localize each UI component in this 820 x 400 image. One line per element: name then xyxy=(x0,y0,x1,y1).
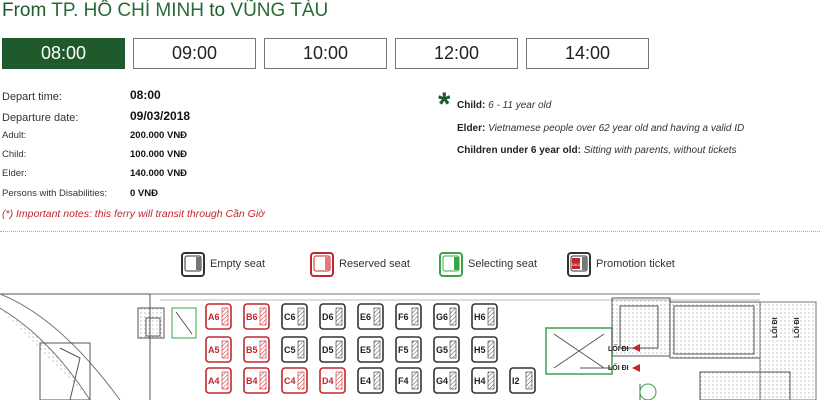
seat-label: A5 xyxy=(208,345,220,355)
route-destination: VŨNG TÀU xyxy=(230,0,329,21)
seat-label: G5 xyxy=(436,345,448,355)
seat-label: E4 xyxy=(360,376,371,386)
seat-label: D4 xyxy=(322,376,334,386)
time-tab-1200[interactable]: 12:00 xyxy=(395,38,518,69)
exit-label-2: LỐI ĐI xyxy=(608,362,629,372)
seat-D6[interactable]: D6 xyxy=(319,303,346,330)
seat-label: I2 xyxy=(512,376,520,386)
seat-H4[interactable]: H4 xyxy=(471,367,498,394)
important-note: (*) Important notes: this ferry will tra… xyxy=(2,208,265,220)
reserved-seat-icon xyxy=(310,252,334,277)
adult-price: 200.000 VNĐ xyxy=(130,130,188,141)
seat-G6[interactable]: G6 xyxy=(433,303,460,330)
time-tab-0800[interactable]: 08:00 xyxy=(2,38,125,69)
child-price: 100.000 VNĐ xyxy=(130,149,188,160)
seat-D5[interactable]: D5 xyxy=(319,336,346,363)
seat-label: F5 xyxy=(398,345,409,355)
seat-label: H6 xyxy=(474,312,486,322)
seat-H5[interactable]: H5 xyxy=(471,336,498,363)
seat-label: D6 xyxy=(322,312,334,322)
route-prefix: From xyxy=(2,0,47,21)
departure-time-tabs: 08:00 09:00 10:00 12:00 14:00 xyxy=(2,38,649,69)
exit-label-3: LỐI ĐI xyxy=(769,317,779,338)
seat-label: H5 xyxy=(474,345,486,355)
seat-B5[interactable]: B5 xyxy=(243,336,270,363)
seat-label: G6 xyxy=(436,312,448,322)
seat-map: LỐI ĐI LỐI ĐI LỐI ĐI LỐI ĐI A6 B6 C6 D6 E6 F6… xyxy=(0,288,820,400)
ferry-deck-plan: LỐI ĐI LỐI ĐI LỐI ĐI LỐI ĐI A6 B6 C6 D6 E6 F6… xyxy=(0,293,817,400)
asterisk-icon: * xyxy=(438,86,451,122)
exit-label-1: LỐI ĐI xyxy=(608,343,629,353)
legend-promotion: SALE Promotion ticket xyxy=(566,250,675,278)
seat-B4[interactable]: B4 xyxy=(243,367,270,394)
exit-label-4: LỐI ĐI xyxy=(791,317,801,338)
elder-price: 140.000 VNĐ xyxy=(130,168,188,179)
legend-empty: Empty seat xyxy=(180,250,265,278)
seat-A4[interactable]: A4 xyxy=(205,367,232,394)
legend-selecting: Selecting seat xyxy=(438,250,537,278)
svg-text:SALE: SALE xyxy=(571,262,582,267)
seat-label: E5 xyxy=(360,345,371,355)
selecting-seat-icon xyxy=(439,252,463,277)
elder-note: Elder: Vietnamese people over 62 year ol… xyxy=(457,123,745,134)
seat-C4[interactable]: C4 xyxy=(281,367,308,394)
disabled-price: 0 VNĐ xyxy=(130,188,158,199)
time-tab-1000[interactable]: 10:00 xyxy=(264,38,387,69)
seat-label: A6 xyxy=(208,312,220,322)
divider xyxy=(0,231,820,232)
seat-A6[interactable]: A6 xyxy=(205,303,232,330)
seat-G5[interactable]: G5 xyxy=(433,336,460,363)
seat-label: C5 xyxy=(284,345,296,355)
seat-F5[interactable]: F5 xyxy=(395,336,422,363)
child-note: Child: 6 - 11 year old xyxy=(457,100,552,111)
seat-H6[interactable]: H6 xyxy=(471,303,498,330)
route-connector: to xyxy=(209,0,226,21)
seat-C5[interactable]: C5 xyxy=(281,336,308,363)
route-title: From TP. HỒ CHÍ MINH to VŨNG TÀU xyxy=(2,0,328,22)
legend-reserved: Reserved seat xyxy=(309,250,410,278)
seat-label: G4 xyxy=(436,376,448,386)
seat-label: C4 xyxy=(284,376,296,386)
seat-E6[interactable]: E6 xyxy=(357,303,384,330)
departure-date-value: 09/03/2018 xyxy=(130,109,191,123)
seat-label: F4 xyxy=(398,376,409,386)
seat-E4[interactable]: E4 xyxy=(357,367,384,394)
seat-C6[interactable]: C6 xyxy=(281,303,308,330)
promotion-ticket-icon: SALE xyxy=(567,252,591,277)
route-origin: TP. HỒ CHÍ MINH xyxy=(51,0,204,21)
seat-label: B4 xyxy=(246,376,258,386)
seat-label: B5 xyxy=(246,345,258,355)
seat-G4[interactable]: G4 xyxy=(433,367,460,394)
seat-F6[interactable]: F6 xyxy=(395,303,422,330)
seat-label: B6 xyxy=(246,312,258,322)
seat-label: D5 xyxy=(322,345,334,355)
seat-D4[interactable]: D4 xyxy=(319,367,346,394)
time-tab-0900[interactable]: 09:00 xyxy=(133,38,256,69)
seat-label: C6 xyxy=(284,312,296,322)
depart-time-value: 08:00 xyxy=(130,88,161,102)
seat-B6[interactable]: B6 xyxy=(243,303,270,330)
seat-legend: Empty seat Reserved seat Selecting seat … xyxy=(0,250,820,280)
seat-E5[interactable]: E5 xyxy=(357,336,384,363)
seat-A5[interactable]: A5 xyxy=(205,336,232,363)
under6-note: Children under 6 year old: Sitting with … xyxy=(457,145,737,156)
seat-label: A4 xyxy=(208,376,220,386)
time-tab-1400[interactable]: 14:00 xyxy=(526,38,649,69)
empty-seat-icon xyxy=(181,252,205,277)
seat-label: E6 xyxy=(360,312,371,322)
seat-label: H4 xyxy=(474,376,486,386)
seat-label: F6 xyxy=(398,312,409,322)
seat-F4[interactable]: F4 xyxy=(395,367,422,394)
seat-I2[interactable]: I2 xyxy=(509,367,536,394)
